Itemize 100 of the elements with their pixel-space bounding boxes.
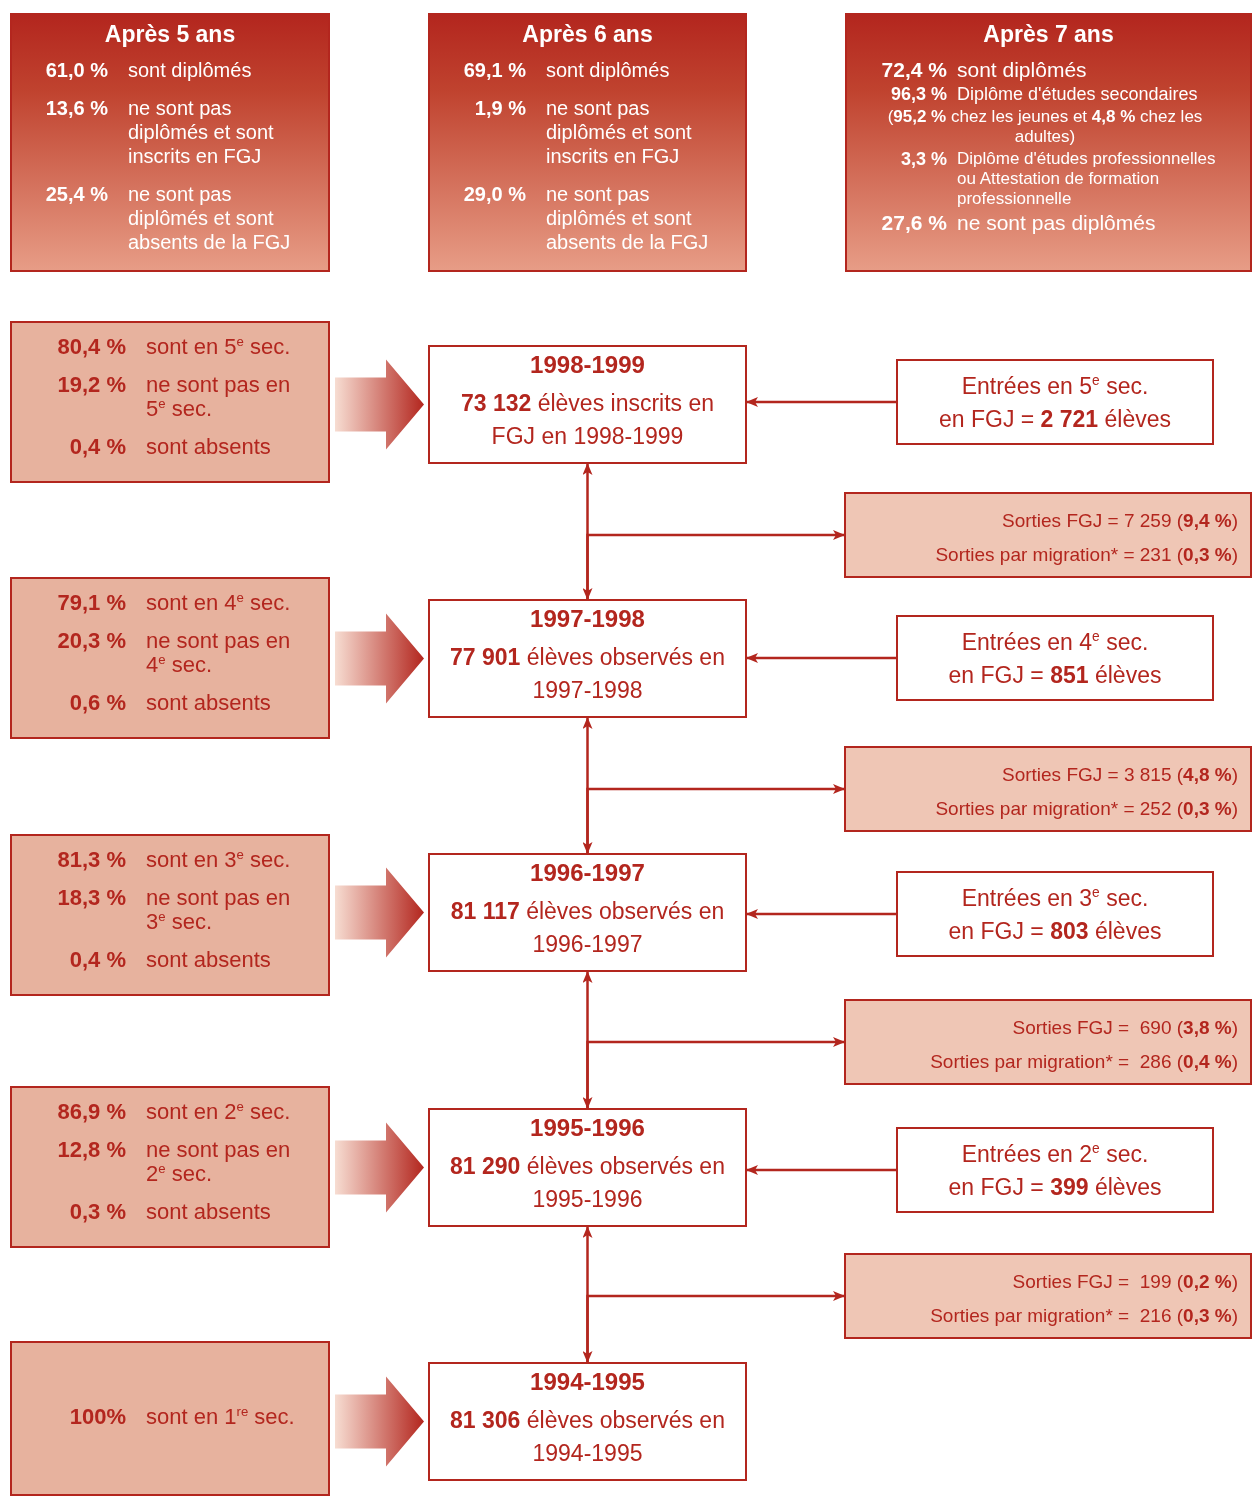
- description-text: ne sont pas diplômés et sont inscrits en FGJ: [546, 96, 693, 168]
- proportion-box: [10, 1086, 330, 1248]
- percentage-value: 0,3 %: [68, 1200, 126, 1224]
- entry-text: en FGJ = 803 élèves: [947, 917, 1163, 946]
- arrow: [586, 1037, 845, 1108]
- percentage-value: 86,9 %: [56, 1100, 126, 1124]
- percentage-value: 80,4 %: [56, 335, 126, 359]
- block-arrow: [335, 613, 424, 704]
- year-heading: 1995-1996: [529, 1114, 646, 1142]
- exit-text: Sorties FGJ = 7 259 (9,4 %): [1000, 509, 1238, 533]
- description-text: Diplôme d'études professionnelles ou Attestation de formation professionnelle: [957, 149, 1217, 209]
- percentage-value: 0,4 %: [68, 948, 126, 972]
- percentage-value: 61,0 %: [44, 58, 108, 82]
- summary-panel: [845, 13, 1252, 272]
- year-box: [428, 345, 747, 464]
- percentage-value: 13,6 %: [44, 96, 108, 120]
- description-text: ne sont pas en 3$^{e}$ sec.: [146, 886, 292, 934]
- entry-text: Entrées en 3$^{e}$ sec.: [960, 884, 1150, 913]
- description-text: sont diplômés: [957, 58, 1088, 82]
- arrow: [746, 397, 896, 407]
- description-text: 73 132 élèves inscrits en FGJ en 1998-1999: [459, 389, 716, 451]
- description-text: ne sont pas en 4$^{e}$ sec.: [146, 629, 292, 677]
- description-text: ne sont pas en 2$^{e}$ sec.: [146, 1138, 292, 1186]
- panel-heading: Après 5 ans: [103, 21, 237, 48]
- exit-box: [844, 746, 1252, 832]
- description-text: sont en 5$^{e}$ sec.: [146, 335, 292, 359]
- description-text: ne sont pas diplômés et sont absents de la FGJ: [546, 182, 710, 254]
- exit-text: Sorties FGJ = 3 815 (4,8 %): [1000, 763, 1238, 787]
- exit-box: [844, 1253, 1252, 1339]
- description-text: sont absents: [146, 435, 272, 459]
- percentage-value: 25,4 %: [44, 182, 108, 206]
- description-text: 81 290 élèves observés en 1995-1996: [449, 1152, 726, 1214]
- description-text: 81 117 élèves observés en 1996-1997: [449, 897, 726, 959]
- percentage-value: 72,4 %: [880, 58, 947, 82]
- block-arrow: [335, 1376, 424, 1467]
- year-heading: 1997-1998: [529, 605, 646, 633]
- exit-text: Sorties FGJ = 690 (3,8 %): [1011, 1016, 1238, 1040]
- proportion-box: [10, 1341, 330, 1496]
- year-heading: 1994-1995: [529, 1368, 646, 1396]
- exit-text: Sorties par migration* = 252 (0,3 %): [934, 797, 1238, 821]
- percentage-value: 100%: [68, 1405, 126, 1429]
- percentage-value: 69,1 %: [462, 58, 526, 82]
- year-heading: 1996-1997: [529, 859, 646, 887]
- entry-text: en FGJ = 399 élèves: [947, 1173, 1163, 1202]
- percentage-value: 18,3 %: [56, 886, 126, 910]
- year-box: [428, 853, 747, 972]
- year-heading: 1998-1999: [529, 351, 646, 379]
- description-text: sont en 3$^{e}$ sec.: [146, 848, 292, 872]
- arrow: [586, 1291, 845, 1362]
- proportion-box: [10, 321, 330, 483]
- entry-text: Entrées en 4$^{e}$ sec.: [960, 628, 1150, 657]
- year-box: [428, 599, 747, 718]
- percentage-value: 81,3 %: [56, 848, 126, 872]
- description-text: 77 901 élèves observés en 1997-1998: [449, 643, 726, 705]
- description-text: sont en 1$^{re}$ sec.: [146, 1405, 295, 1429]
- arrow: [746, 653, 896, 663]
- percentage-value: 79,1 %: [56, 591, 126, 615]
- description-text: sont absents: [146, 948, 272, 972]
- entry-text: en FGJ = 851 élèves: [947, 661, 1163, 690]
- percentage-value: 19,2 %: [56, 373, 126, 397]
- description-text: ne sont pas diplômés et sont absents de la FGJ: [128, 182, 292, 254]
- description-text: sont diplômés: [546, 58, 671, 82]
- proportion-box: [10, 834, 330, 996]
- arrow: [586, 784, 845, 853]
- description-text: ne sont pas diplômés: [957, 211, 1157, 235]
- description-text: sont absents: [146, 691, 272, 715]
- percentage-value: 27,6 %: [880, 211, 947, 235]
- block-arrow: [335, 359, 424, 450]
- exit-text: Sorties par migration* = 216 (0,3 %): [929, 1304, 1238, 1328]
- percentage-value: 3,3 %: [899, 149, 947, 170]
- summary-panel: [10, 13, 330, 272]
- percentage-value: 1,9 %: [473, 96, 526, 120]
- exit-box: [844, 492, 1252, 578]
- year-box: [428, 1362, 747, 1481]
- percentage-value: 12,8 %: [56, 1138, 126, 1162]
- arrow: [746, 1165, 896, 1175]
- exit-text: Sorties par migration* = 231 (0,3 %): [934, 543, 1238, 567]
- year-box: [428, 1108, 747, 1227]
- description-text: ne sont pas en 5$^{e}$ sec.: [146, 373, 292, 421]
- panel-heading: Après 6 ans: [521, 21, 654, 48]
- entry-box: [896, 359, 1214, 445]
- percentage-value: 0,6 %: [68, 691, 126, 715]
- description-text: ne sont pas diplômés et sont inscrits en FGJ: [128, 96, 275, 168]
- entry-text: en FGJ = 2 721 élèves: [937, 405, 1173, 434]
- arrow: [746, 909, 896, 919]
- panel-heading: Après 7 ans: [982, 21, 1115, 48]
- description-text: sont en 2$^{e}$ sec.: [146, 1100, 292, 1124]
- exit-box: [844, 999, 1252, 1085]
- proportion-box: [10, 577, 330, 739]
- percentage-value: 0,4 %: [68, 435, 126, 459]
- summary-panel: [428, 13, 747, 272]
- description-text: 81 306 élèves observés en 1994-1995: [449, 1406, 726, 1468]
- percentage-value: 29,0 %: [462, 182, 526, 206]
- entry-text: Entrées en 2$^{e}$ sec.: [960, 1140, 1150, 1169]
- entry-box: [896, 1127, 1214, 1213]
- entry-box: [896, 615, 1214, 701]
- exit-text: Sorties par migration* = 286 (0,4 %): [929, 1050, 1238, 1074]
- entry-box: [896, 871, 1214, 957]
- block-arrow: [335, 867, 424, 958]
- block-arrow: [335, 1122, 424, 1213]
